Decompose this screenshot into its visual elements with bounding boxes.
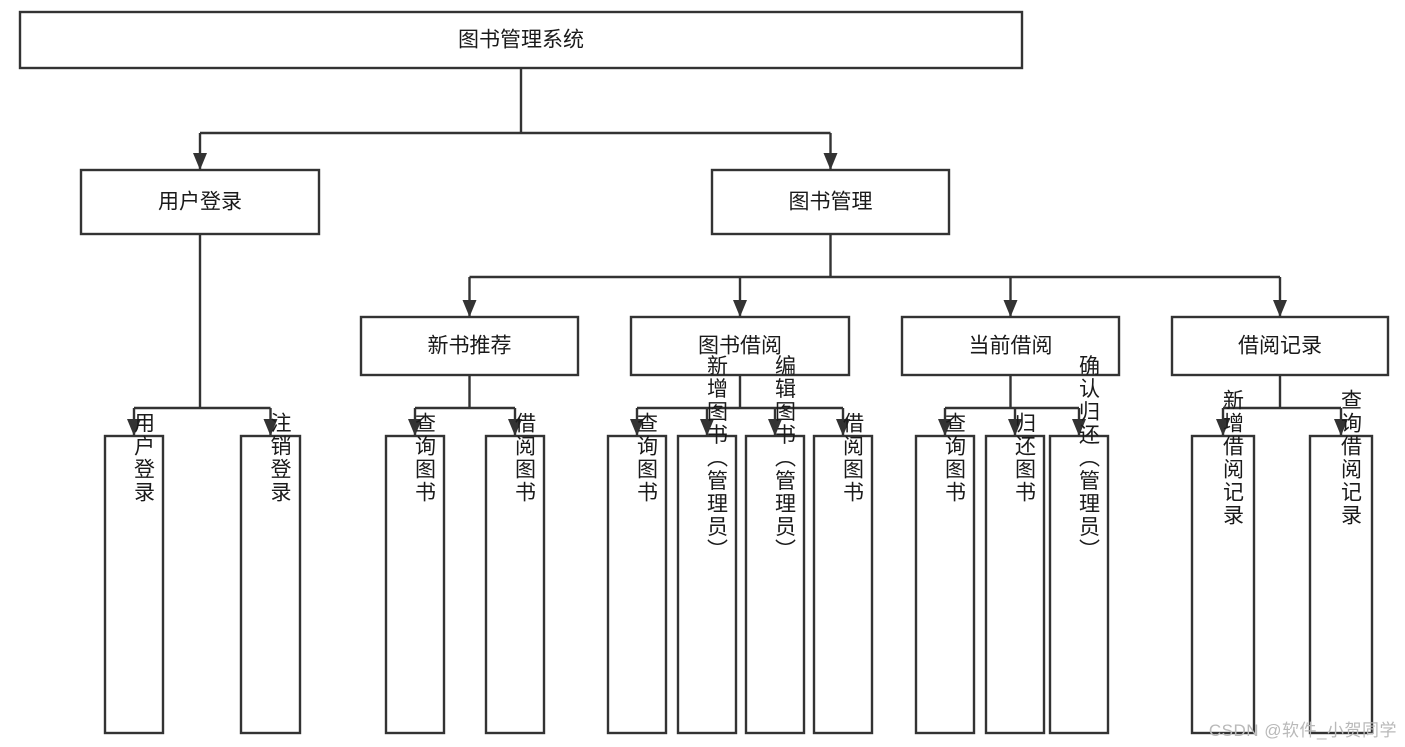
node-box: [914, 434, 976, 735]
node-l2-借阅记录-3[interactable]: 借阅记录: [1170, 315, 1390, 377]
node-label: 借阅图书: [840, 412, 864, 504]
node-box: [744, 434, 806, 735]
node-leaf-用户登录-0[interactable]: 用户登录: [103, 412, 165, 735]
arrow-head-icon: [768, 419, 782, 436]
node-box: [79, 168, 321, 236]
arrow-head-icon: [630, 419, 644, 436]
node-leaf-编辑图书管理员-6[interactable]: 编辑图书（管理员）: [744, 355, 806, 735]
node-label: 当前借阅: [969, 335, 1053, 358]
node-label: 新增图书（管理员）: [704, 355, 728, 562]
node-leaf-确认归还管理员-10[interactable]: 确认归还（管理员）: [1048, 355, 1110, 735]
node-leaf-借阅图书-7[interactable]: 借阅图书: [812, 412, 874, 735]
node-box: [629, 315, 851, 377]
watermark-text: CSDN @软件_小贺同学: [1208, 721, 1397, 740]
node-box: [900, 315, 1121, 377]
node-box: [18, 10, 1024, 70]
node-label: 确认归还（管理员）: [1076, 355, 1100, 562]
node-label: 查询图书: [412, 412, 436, 504]
node-box: [1190, 434, 1256, 735]
node-box: [676, 434, 738, 735]
node-box: [984, 434, 1046, 735]
arrow-head-icon: [733, 300, 747, 317]
node-label: 图书管理: [789, 191, 873, 214]
node-label: 借阅记录: [1238, 335, 1322, 358]
arrow-head-icon: [938, 419, 952, 436]
node-root-图书管理系统[interactable]: 图书管理系统: [18, 10, 1024, 70]
node-box: [812, 434, 874, 735]
node-box: [1170, 315, 1390, 377]
arrow-head-icon: [508, 419, 522, 436]
node-box: [239, 434, 302, 735]
node-leaf-查询图书-8[interactable]: 查询图书: [914, 412, 976, 735]
node-leaf-新增借阅记录-11[interactable]: 新增借阅记录: [1190, 389, 1256, 735]
node-label: 借阅图书: [512, 412, 536, 504]
node-label: 编辑图书（管理员）: [772, 355, 796, 562]
arrow-head-icon: [1273, 300, 1287, 317]
connector-layer: [127, 68, 1348, 436]
node-l2-新书推荐-0[interactable]: 新书推荐: [359, 315, 580, 377]
node-label: 图书管理系统: [458, 29, 584, 52]
arrow-head-icon: [1008, 419, 1022, 436]
arrow-head-icon: [836, 419, 850, 436]
node-box: [484, 434, 546, 735]
arrow-head-icon: [823, 153, 838, 170]
node-l1-用户登录-0[interactable]: 用户登录: [79, 168, 321, 236]
node-leaf-注销登录-1[interactable]: 注销登录: [239, 412, 302, 735]
arrow-head-icon: [263, 419, 278, 436]
arrow-head-icon: [408, 419, 422, 436]
node-box: [103, 434, 165, 735]
arrow-head-icon: [193, 153, 207, 170]
node-label: 图书借阅: [698, 335, 782, 358]
node-l1-图书管理-1[interactable]: 图书管理: [710, 168, 951, 236]
node-label: 归还图书: [1012, 412, 1036, 504]
arrow-head-icon: [1072, 419, 1086, 436]
arrow-head-icon: [700, 419, 714, 436]
node-leaf-借阅图书-3[interactable]: 借阅图书: [484, 412, 546, 735]
node-box: [606, 434, 668, 735]
node-label: 查询图书: [942, 412, 966, 504]
node-box: [1308, 434, 1374, 735]
node-box: [359, 315, 580, 377]
arrow-head-icon: [1334, 419, 1348, 436]
node-leaf-新增图书管理员-5[interactable]: 新增图书（管理员）: [676, 355, 738, 735]
node-leaf-查询图书-4[interactable]: 查询图书: [606, 412, 668, 735]
node-label: 新书推荐: [428, 335, 512, 358]
arrow-head-icon: [462, 300, 477, 317]
node-label: 新增借阅记录: [1220, 389, 1244, 527]
node-l2-图书借阅-1[interactable]: 图书借阅: [629, 315, 851, 377]
arrow-head-icon: [1003, 300, 1018, 317]
node-box: [1048, 434, 1110, 735]
node-leaf-查询图书-2[interactable]: 查询图书: [384, 412, 446, 735]
node-label: 用户登录: [131, 412, 155, 504]
node-box: [710, 168, 951, 236]
node-leaf-归还图书-9[interactable]: 归还图书: [984, 412, 1046, 735]
arrow-head-icon: [127, 419, 141, 436]
node-label: 注销登录: [268, 412, 292, 504]
node-label: 用户登录: [158, 191, 242, 214]
node-label: 查询借阅记录: [1338, 389, 1362, 527]
node-leaf-查询借阅记录-12[interactable]: 查询借阅记录: [1308, 389, 1374, 735]
node-layer: 图书管理系统用户登录图书管理新书推荐图书借阅当前借阅借阅记录用户登录注销登录查询…: [18, 10, 1390, 735]
node-box: [384, 434, 446, 735]
node-label: 查询图书: [634, 412, 658, 504]
arrow-head-icon: [1216, 419, 1230, 436]
node-l2-当前借阅-2[interactable]: 当前借阅: [900, 315, 1121, 377]
